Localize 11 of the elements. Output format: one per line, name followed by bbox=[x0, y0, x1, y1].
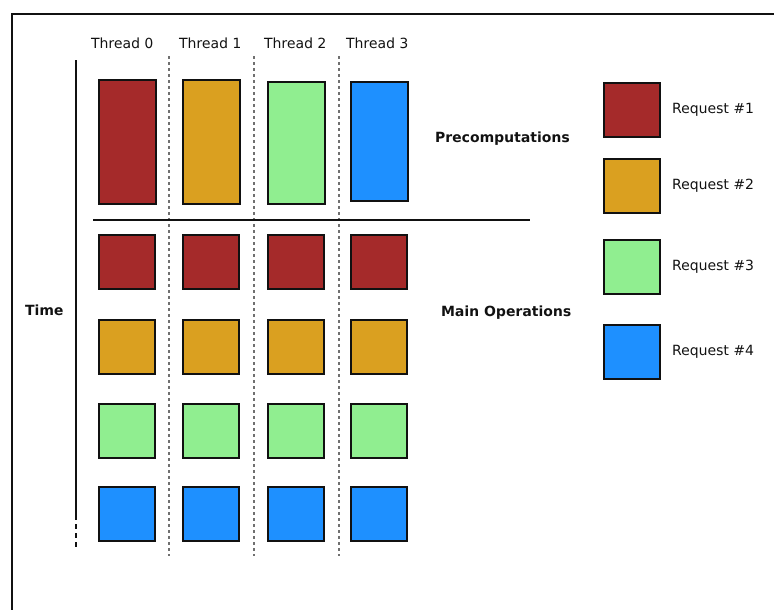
thread-label: Thread 3 bbox=[346, 35, 408, 53]
legend-label: Request #2 bbox=[672, 176, 754, 194]
legend-label: Request #3 bbox=[672, 257, 754, 275]
thread-label: Thread 2 bbox=[264, 35, 326, 53]
legend-label: Request #1 bbox=[672, 100, 754, 118]
phase-label: Main Operations bbox=[441, 303, 572, 321]
phase-label: Precomputations bbox=[435, 129, 570, 147]
axis-label: Time bbox=[25, 302, 64, 320]
legend-label: Request #4 bbox=[672, 342, 754, 360]
thread-label: Thread 1 bbox=[179, 35, 242, 53]
thread-label: Thread 0 bbox=[91, 35, 154, 53]
